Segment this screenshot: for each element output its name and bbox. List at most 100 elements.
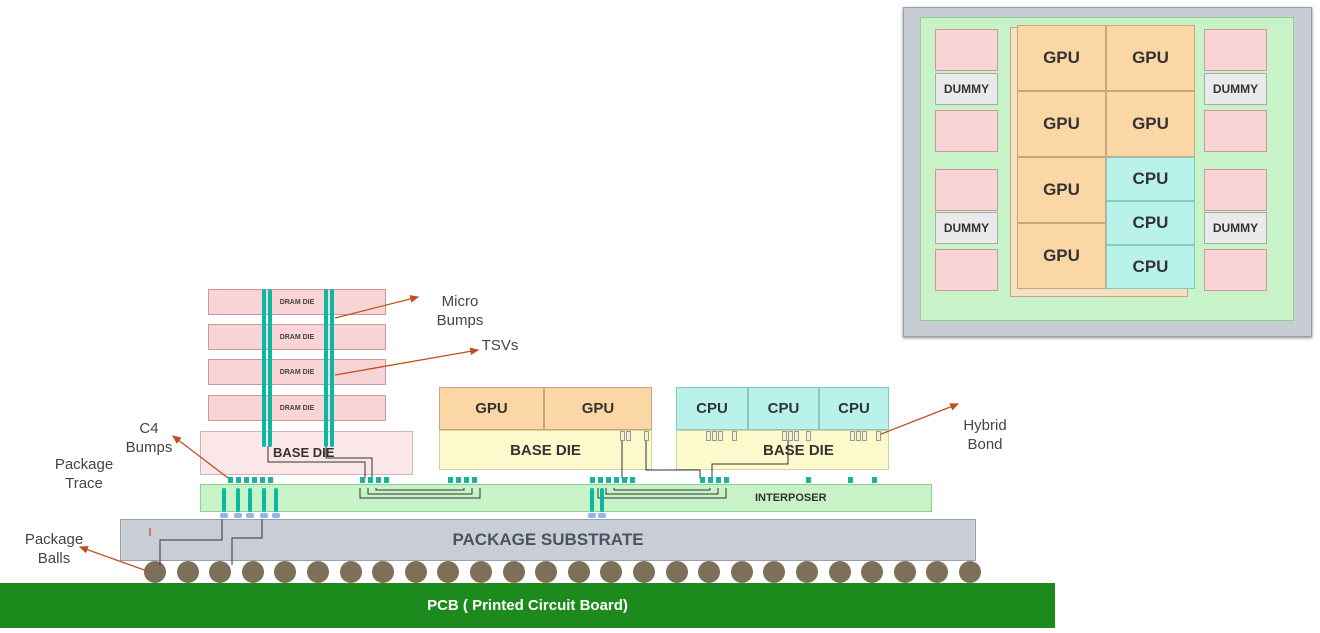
package-ball [828,561,851,583]
cpu-die: CPU [748,387,819,430]
package-ball [959,561,981,583]
callout-arrows [78,295,960,573]
c4-bump [260,513,268,518]
interposer: INTERPOSER [200,484,932,512]
package-balls-label: Package Balls [24,531,84,567]
dram-die: DRAM DIE [208,395,386,421]
hybrid-bond-label: Hybrid Bond [963,417,1007,453]
micro-bump [368,477,373,483]
package-ball [307,561,329,583]
inset-gpu: GPU [1017,157,1106,223]
package-ball [502,561,525,583]
inset-gpu: GPU [1106,91,1195,157]
package-ball [796,561,818,583]
package-ball [730,561,753,583]
hybrid-bond [712,431,717,441]
package-ball [437,561,460,583]
hybrid-bond [626,431,631,441]
micro-bump [260,477,265,483]
tsv [262,289,266,447]
micro-bump [590,477,595,483]
micro-bump [606,477,611,483]
tsv [268,289,272,447]
hybrid-bond [718,431,723,441]
interposer-via [274,488,278,512]
interconnect-traces [159,440,789,565]
micro-bump [724,477,729,483]
hybrid-bond [788,431,793,441]
package-ball [535,561,558,583]
hbm-top-left-lower [935,110,998,152]
inset-gpu: GPU [1017,223,1106,289]
inset-gpu: GPU [1017,91,1106,157]
hybrid-bond [706,431,711,441]
hbm-base-die: BASE DIE [200,431,413,475]
hybrid-bond [794,431,799,441]
gpu-base-die: BASE DIE [439,430,652,470]
interposer-via [222,488,226,512]
dummy-die: DUMMY [1204,73,1267,105]
dummy-die: DUMMY [935,73,998,105]
tsv [324,289,328,447]
hbm-bottom-left-lower [935,249,998,291]
micro-bump [376,477,381,483]
micro-bump [630,477,635,483]
micro-bump [614,477,619,483]
hybrid-bond [620,431,625,441]
micro-bump [448,477,453,483]
c4-bump [272,513,280,518]
inset-cpu: CPU [1106,157,1195,201]
micro-bump [622,477,627,483]
micro-bump [848,477,853,483]
tsvs-label: TSVs [481,337,519,354]
cpu-die: CPU [676,387,748,430]
micro-bump [806,477,811,483]
c4-bump [588,513,596,518]
tsv [330,289,334,447]
package-ball [665,561,688,583]
package-ball [567,561,590,583]
hybrid-bond [862,431,867,441]
inset-cpu: CPU [1106,201,1195,245]
c4-bump [246,513,254,518]
c4-bump [220,513,228,518]
hybrid-bond [856,431,861,441]
c4-bumps-label: C4 Bumps [125,420,173,456]
micro-bump [384,477,389,483]
micro-bump [464,477,469,483]
interposer-via [248,488,252,512]
package-ball [470,561,492,583]
package-ball [339,561,362,583]
micro-bump [252,477,257,483]
micro-bump [236,477,241,483]
interposer-via [600,488,604,512]
package-trace-label: Package Trace [54,456,114,492]
package-ball [861,561,884,583]
micro-bump [716,477,721,483]
micro-bump [360,477,365,483]
package-ball [404,561,427,583]
hbm-top-right-upper [1204,29,1267,71]
inset-gpu: GPU [1017,25,1106,91]
package-ball [926,561,949,583]
inset-gpu: GPU [1106,25,1195,91]
hybrid-bond [850,431,855,441]
package-ball [209,561,232,583]
package-ball [698,561,721,583]
package-ball [241,561,264,583]
hybrid-bond [806,431,811,441]
c4-bump [234,513,242,518]
hbm-bottom-right-upper [1204,169,1267,211]
micro-bump [708,477,713,483]
micro-bump [244,477,249,483]
dram-die: DRAM DIE [208,359,386,385]
package-ball [893,561,916,583]
micro-bumps-label: Micro Bumps [436,293,484,329]
package-ball [600,561,623,583]
hybrid-bond [876,431,881,441]
interposer-via [590,488,594,512]
micro-bump [472,477,477,483]
dram-die: DRAM DIE [208,289,386,315]
micro-bump [872,477,877,483]
